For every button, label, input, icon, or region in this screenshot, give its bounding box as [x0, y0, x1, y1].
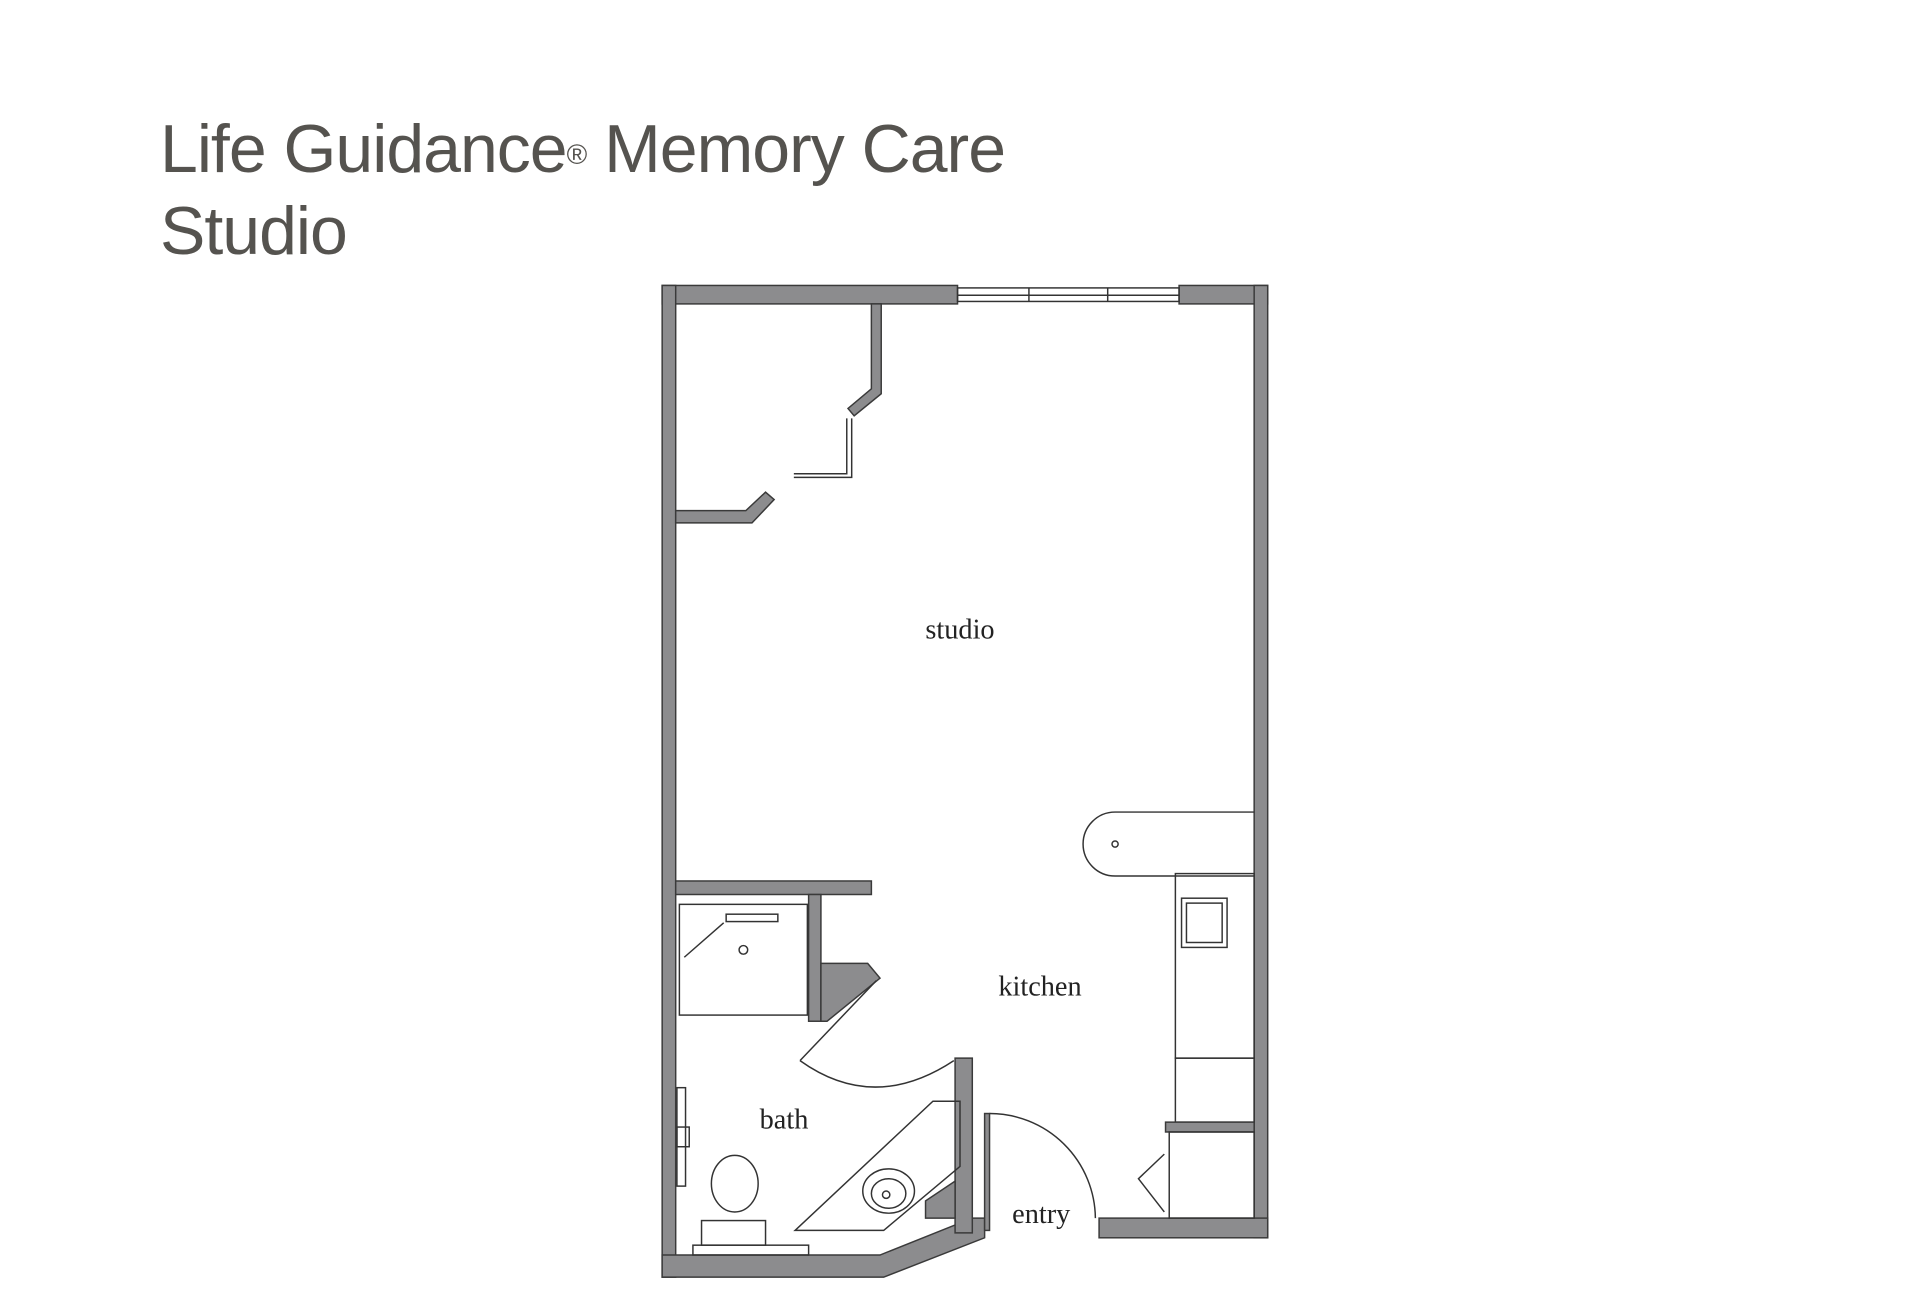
- room-label-kitchen: kitchen: [998, 971, 1081, 1002]
- bath-door: [799, 980, 877, 1062]
- title-line-2: Studio: [160, 193, 348, 269]
- grab-bar: [676, 1086, 690, 1187]
- entry-door: [983, 1112, 1097, 1232]
- bath-door-swing: [799, 1059, 955, 1088]
- page-title: Life Guidance® Memory Care Studio: [160, 108, 1006, 272]
- bath-walls: [674, 880, 974, 1234]
- room-label-entry: entry: [1012, 1199, 1071, 1230]
- shower: [678, 903, 809, 1016]
- kitchen-counter: [1082, 811, 1255, 1219]
- vanity-sink-icon: [793, 1100, 961, 1232]
- title-memory-care: Memory Care: [586, 111, 1006, 187]
- room-label-bath: bath: [760, 1104, 809, 1135]
- title-brand: Life Guidance: [160, 111, 568, 187]
- exterior-walls: [661, 284, 1269, 1278]
- room-label-studio: studio: [925, 615, 994, 646]
- closet-walls: [674, 303, 882, 524]
- window: [956, 287, 1180, 303]
- title-line-1: Life Guidance® Memory Care: [160, 108, 1006, 190]
- registered-mark: ®: [566, 139, 588, 170]
- toilet-icon: [692, 1154, 810, 1256]
